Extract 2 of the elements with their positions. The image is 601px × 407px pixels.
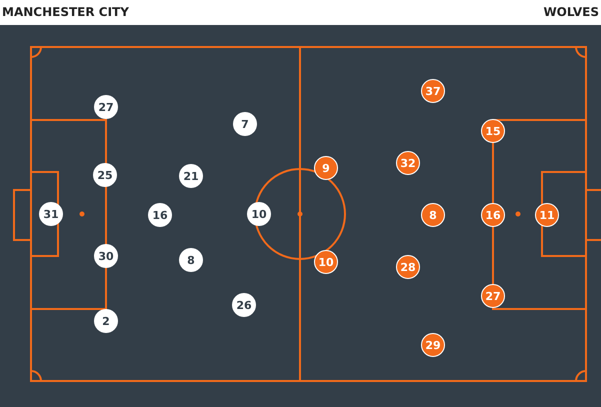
team-name: MANCHESTER CITY [2,5,129,19]
team-name: WOLVES [543,5,599,19]
